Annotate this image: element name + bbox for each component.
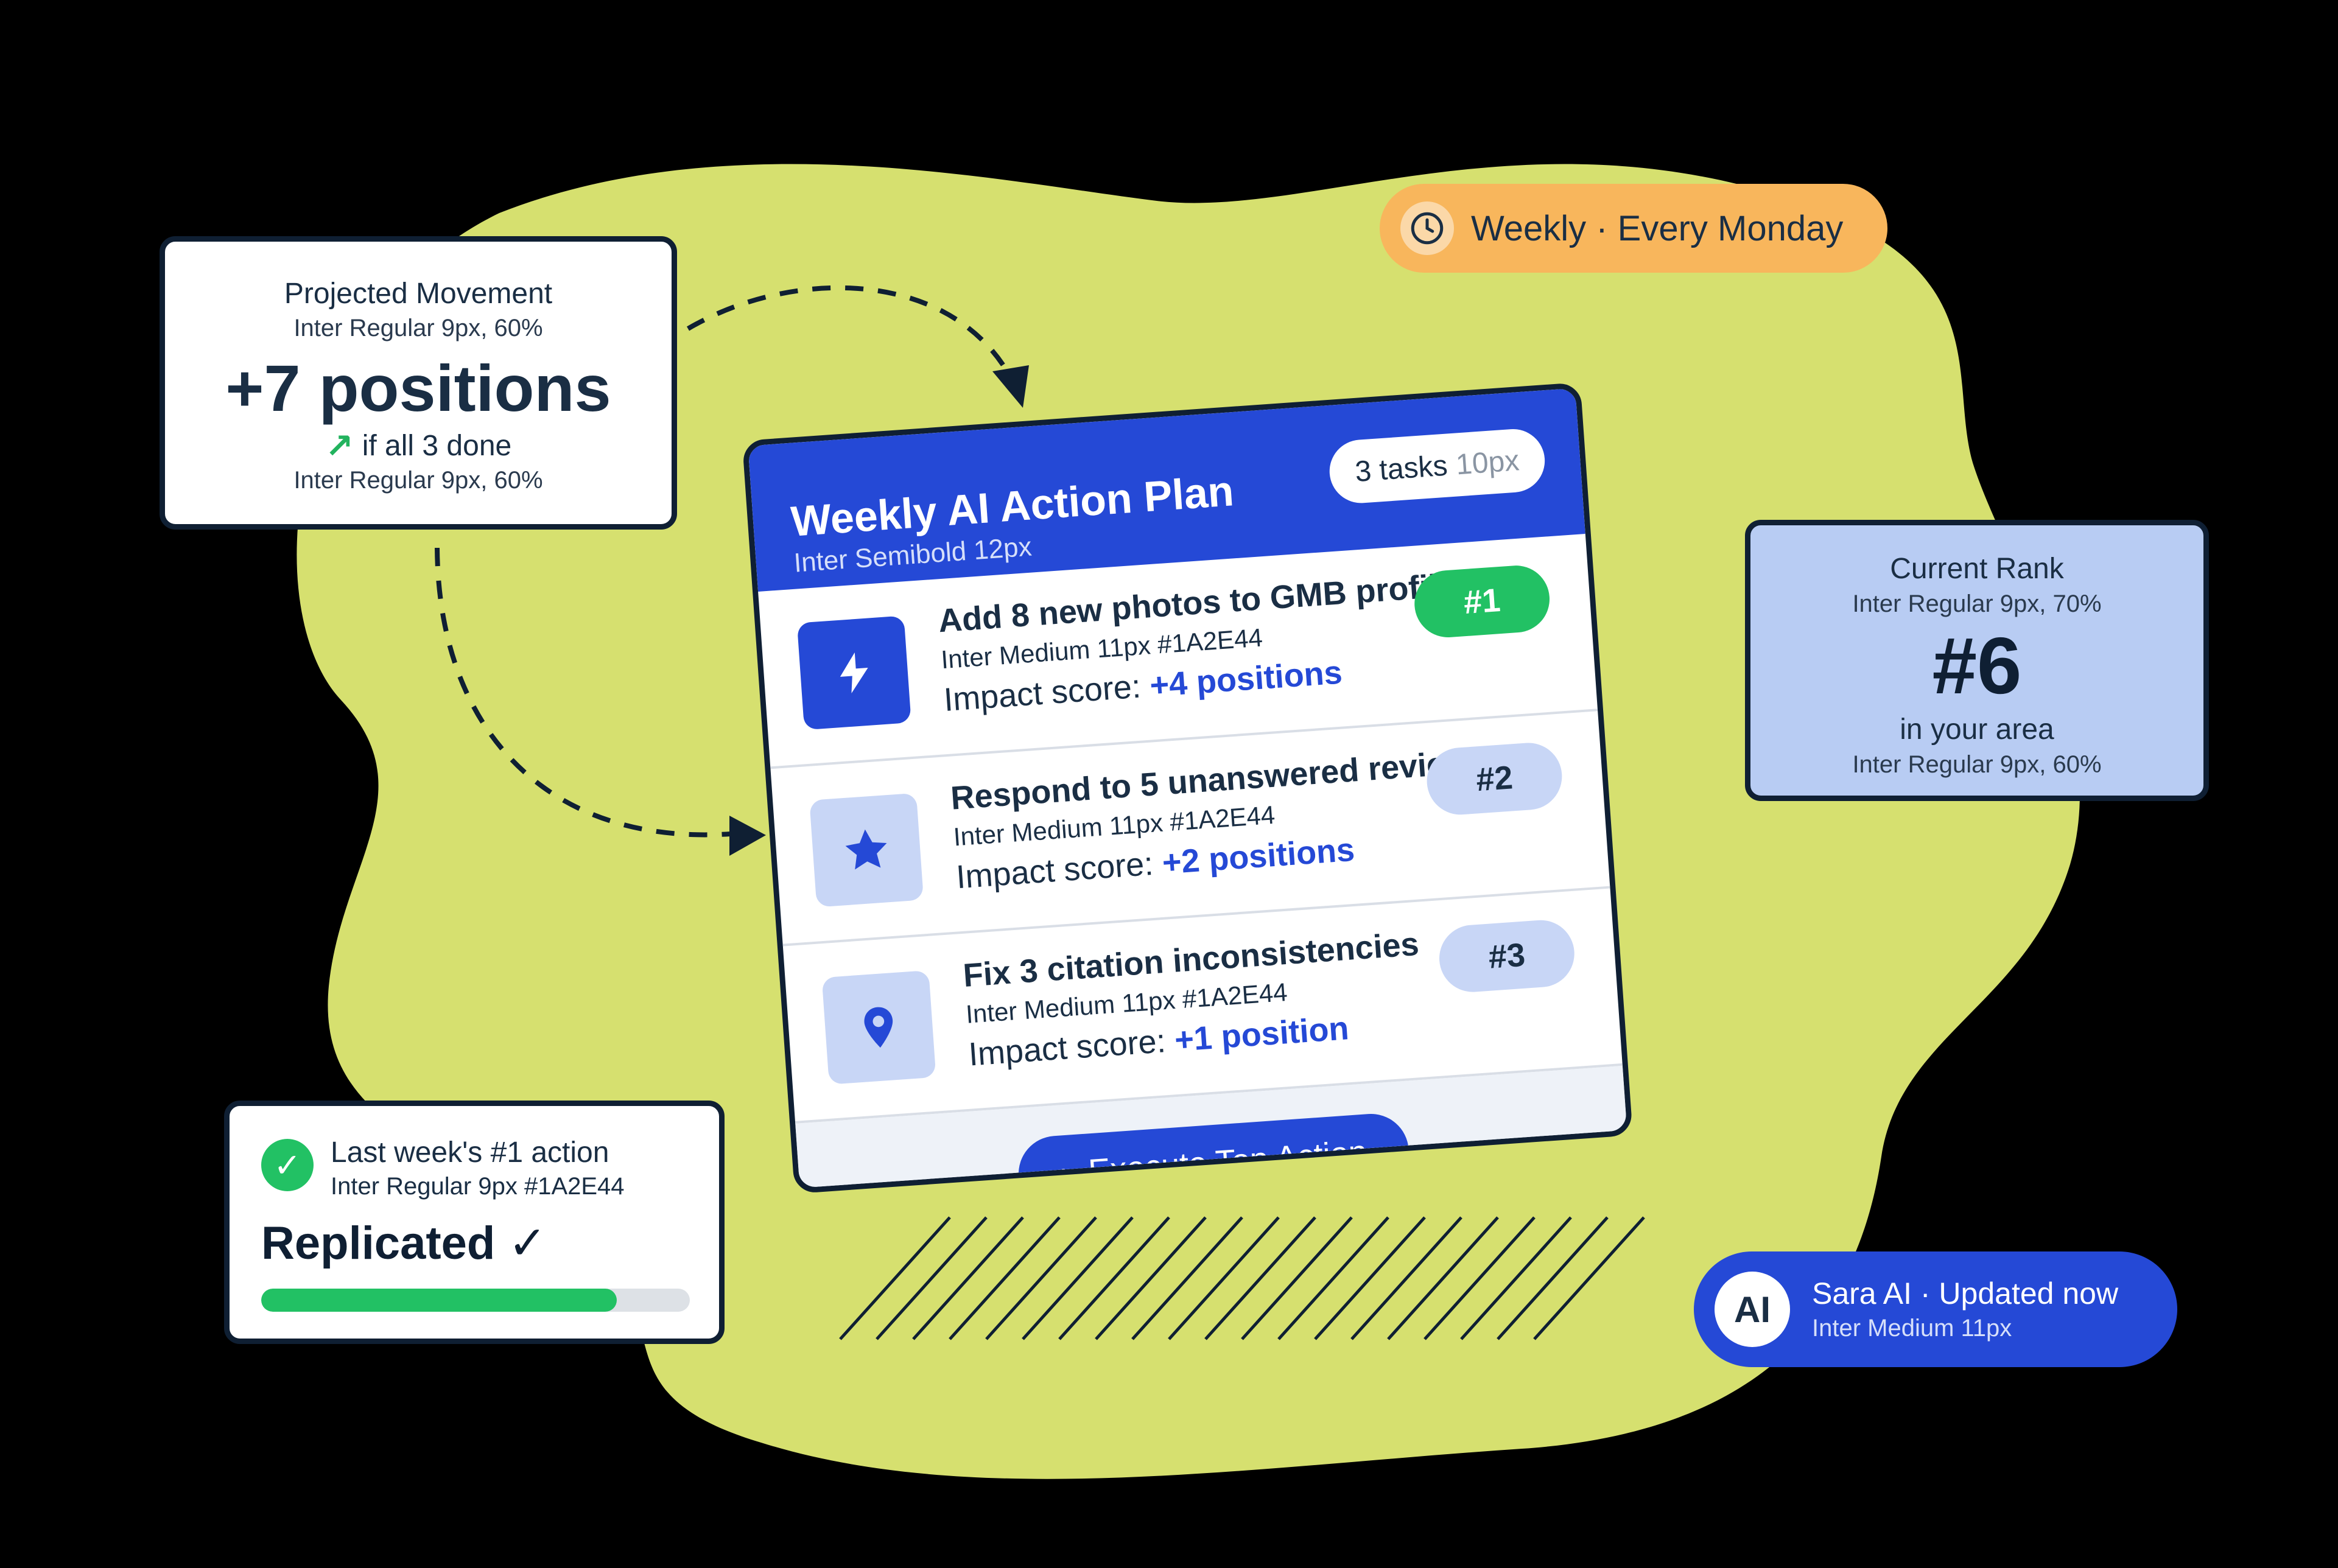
task-rank-badge: #2 bbox=[1424, 740, 1565, 817]
assistant-avatar: AI bbox=[1715, 1272, 1790, 1347]
assistant-name: Sara AI · Updated now bbox=[1812, 1276, 2119, 1311]
execute-top-action-button[interactable]: › Execute Top Action bbox=[1016, 1111, 1411, 1194]
assistant-spec: Inter Medium 11px bbox=[1812, 1315, 2012, 1342]
last-week-spec: Inter Regular 9px #1A2E44 bbox=[331, 1173, 625, 1200]
task-row[interactable]: Respond to 5 unanswered reviews Inter Me… bbox=[770, 711, 1610, 947]
task-row[interactable]: Add 8 new photos to GMB profile Inter Me… bbox=[758, 533, 1598, 769]
clock-icon bbox=[1400, 201, 1454, 255]
location-pin-icon bbox=[821, 970, 936, 1085]
cta-label: Execute Top Action bbox=[1087, 1133, 1369, 1190]
projected-movement-card: Projected Movement Inter Regular 9px, 60… bbox=[160, 236, 677, 530]
assistant-pill[interactable]: AI Sara AI · Updated now Inter Medium 11… bbox=[1694, 1251, 2177, 1367]
last-week-title: Last week's #1 action bbox=[331, 1136, 609, 1169]
task-impact-value: +4 positions bbox=[1148, 654, 1344, 704]
tasks-count: 3 tasks bbox=[1353, 449, 1449, 488]
projected-condition-row: ↗ if all 3 done bbox=[165, 428, 672, 464]
task-rank-badge: #3 bbox=[1437, 918, 1577, 995]
projected-title: Projected Movement bbox=[284, 278, 553, 310]
chevron-right-icon: › bbox=[1059, 1154, 1073, 1192]
lightning-icon bbox=[796, 615, 911, 730]
action-plan-card: Weekly AI Action Plan Inter Semibold 12p… bbox=[742, 382, 1633, 1194]
rank-area-spec: Inter Regular 9px, 60% bbox=[1852, 751, 2102, 778]
progress-fill bbox=[261, 1289, 617, 1312]
rank-area: in your area bbox=[1900, 713, 2054, 746]
tasks-spec: 10px bbox=[1455, 444, 1520, 481]
last-week-card: ✓ Last week's #1 action Inter Regular 9p… bbox=[224, 1101, 725, 1344]
schedule-pill[interactable]: Weekly · Every Monday bbox=[1380, 184, 1887, 273]
task-rank-badge: #1 bbox=[1412, 563, 1552, 640]
current-rank-card: Current Rank Inter Regular 9px, 70% #6 i… bbox=[1745, 520, 2209, 801]
rank-title-spec: Inter Regular 9px, 70% bbox=[1852, 590, 2102, 617]
trend-up-icon: ↗ bbox=[325, 427, 354, 465]
check-circle-icon: ✓ bbox=[261, 1139, 314, 1191]
projected-title-spec: Inter Regular 9px, 60% bbox=[293, 315, 543, 341]
last-week-status: Replicated ✓ bbox=[261, 1217, 547, 1269]
task-impact-value: +2 positions bbox=[1160, 831, 1356, 881]
rank-title: Current Rank bbox=[1890, 553, 2064, 585]
projected-condition-spec: Inter Regular 9px, 60% bbox=[293, 467, 543, 494]
task-impact-value: +1 position bbox=[1173, 1010, 1350, 1059]
action-plan-wrapper: Weekly AI Action Plan Inter Semibold 12p… bbox=[742, 378, 1697, 1242]
projected-condition: if all 3 done bbox=[362, 430, 512, 462]
schedule-label: Weekly · Every Monday bbox=[1471, 208, 1844, 248]
projected-value: +7 positions bbox=[225, 351, 611, 425]
last-week-progress-bar bbox=[261, 1289, 690, 1312]
star-icon bbox=[809, 793, 924, 908]
rank-value: #6 bbox=[1932, 621, 2022, 710]
task-row[interactable]: Fix 3 citation inconsistencies Inter Med… bbox=[782, 888, 1623, 1124]
